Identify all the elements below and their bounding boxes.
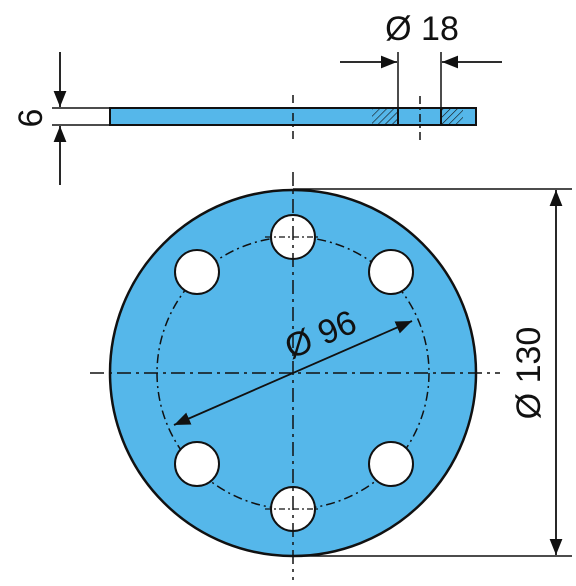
hole-diameter-dimension: Ø 18 xyxy=(340,10,502,108)
bolt-circle-dim-line xyxy=(173,320,413,426)
side-view xyxy=(109,95,477,140)
bolt-hole-upper-right xyxy=(368,249,414,295)
bolt-hole-lower-right xyxy=(368,441,414,487)
side-view-hatch-left xyxy=(372,108,398,125)
hole-diameter-label: Ø 18 xyxy=(385,10,459,48)
outer-diameter-label: Ø 130 xyxy=(510,327,548,420)
thickness-label: 6 xyxy=(12,109,50,128)
bolt-hole-lower-left xyxy=(174,441,220,487)
bolt-holes xyxy=(174,214,414,532)
outer-diameter-dimension: Ø 130 xyxy=(293,188,572,557)
thickness-dimension: 6 xyxy=(12,52,110,185)
bolt-hole-upper-left xyxy=(174,249,220,295)
front-view: Ø 96 xyxy=(90,172,500,580)
side-view-hatch-right xyxy=(441,108,463,125)
